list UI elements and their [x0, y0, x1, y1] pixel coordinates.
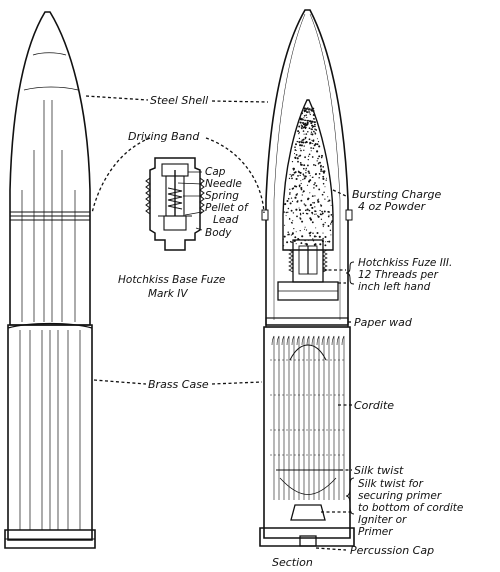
silk-primer-label-3: to bottom of cordite [358, 502, 463, 514]
silk-primer-label-2: securing primer [358, 490, 442, 502]
silk-twist-label: Silk twist [354, 464, 404, 477]
case-rim-section [259, 527, 355, 547]
steel-shell-section [265, 9, 349, 326]
percussion-cap-label: Percussion Cap [350, 544, 434, 557]
fuze-needle-label: Needle [205, 178, 242, 190]
base-fuze-caption-2: Mark IV [148, 288, 188, 300]
cordite-label: Cordite [354, 399, 394, 412]
paper-wad-label: Paper wad [354, 316, 413, 329]
brass-case-label: Brass Case [148, 378, 209, 391]
silk-primer-label-1: Silk twist for [358, 478, 424, 490]
leader-lines [85, 95, 352, 551]
igniter-label-2: Primer [358, 526, 393, 538]
bursting-charge-label-1: Bursting Charge [352, 188, 441, 201]
igniter-primer [290, 504, 326, 521]
base-fuze-detail: Cap Needle Spring Pellet of Lead Body Ho… [118, 157, 250, 300]
hotchkiss-fuze-label-3: inch left hand [358, 281, 431, 293]
steel-shell-label: Steel Shell [150, 94, 208, 107]
fuze-body-outline [149, 157, 201, 251]
base-fuze-caption-1: Hotchkiss Base Fuze [118, 274, 225, 286]
hotchkiss-fuze-label-1: Hotchkiss Fuze III. [358, 257, 452, 269]
fuze-body-label: Body [205, 227, 232, 239]
section-caption: Section [272, 556, 313, 569]
fuze-pellet-label-2: Lead [213, 214, 239, 226]
brass-case-exterior [7, 324, 93, 541]
hotchkiss-fuze-label-2: 12 Threads per [358, 269, 439, 281]
igniter-label-1: Igniter or [358, 514, 407, 526]
cordite-sticks [270, 335, 345, 500]
powder-stipple [282, 107, 334, 247]
sectioned-round [259, 9, 355, 547]
percussion-cap [299, 535, 317, 547]
bursting-charge-label-2: 4 oz Powder [358, 200, 427, 213]
fuze-cap-label: Cap [205, 166, 226, 178]
shell-lines [21, 100, 76, 322]
exterior-round [4, 11, 96, 549]
driving-band-exterior [10, 211, 90, 221]
fuze-spring-label: Spring [205, 190, 239, 202]
case-rim-exterior [4, 529, 96, 549]
brass-case-section [263, 326, 351, 539]
fuze-pellet-label-1: Pellet of [205, 202, 250, 214]
bursting-charge-cavity [282, 99, 334, 251]
driving-band-label: Driving Band [128, 130, 200, 143]
